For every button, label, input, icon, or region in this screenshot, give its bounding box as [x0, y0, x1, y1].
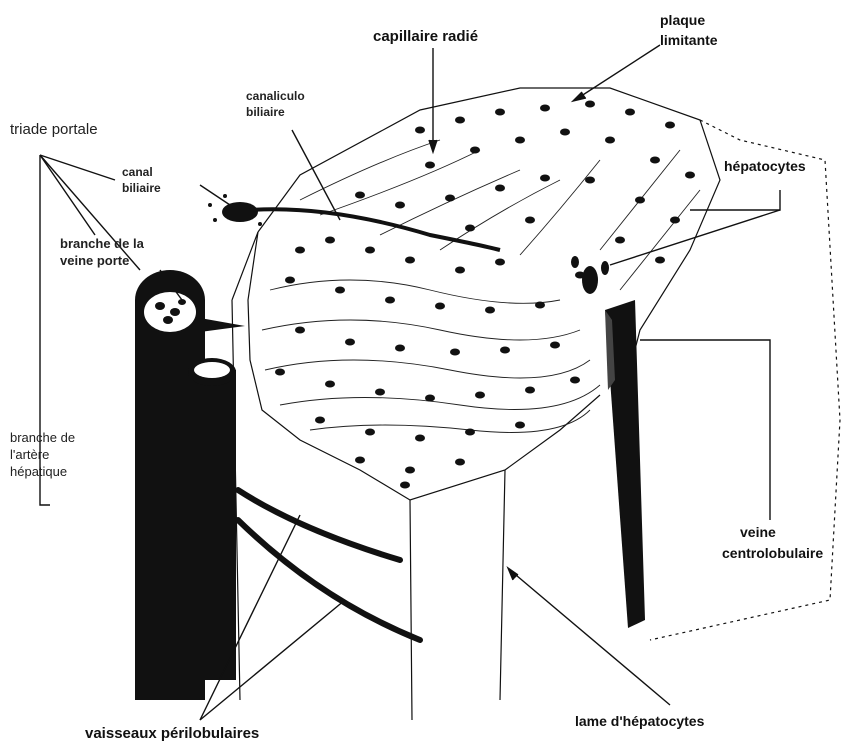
label-plaque-limitante-1: plaque [660, 12, 705, 29]
perilobular-vessels [238, 490, 420, 640]
label-artere-1: branche de [10, 430, 75, 445]
lobule-front-edge [248, 232, 600, 500]
lobule-block [232, 88, 840, 720]
label-veine-porte-2: veine porte [60, 253, 129, 268]
label-canal-biliaire-2: biliaire [122, 181, 161, 196]
label-canalicule-2: biliaire [246, 105, 285, 120]
label-artere-2: l'artère [10, 447, 49, 462]
label-canal-biliaire-1: canal [122, 165, 153, 180]
label-lame-hepatocytes: lame d'hépatocytes [575, 713, 704, 730]
label-veine-porte-1: branche de la [60, 236, 144, 251]
label-plaque-limitante-2: limitante [660, 32, 718, 49]
label-veine-centro-1: veine [740, 524, 776, 541]
label-hepatocytes: hépatocytes [724, 158, 806, 175]
central-vein [605, 300, 645, 628]
label-veine-centro-2: centrolobulaire [722, 545, 823, 562]
label-artere-3: hépatique [10, 464, 67, 479]
lobule-top-outline [258, 88, 720, 400]
label-canalicule-1: canaliculo [246, 89, 305, 104]
label-capillaire-radie: capillaire radié [373, 28, 478, 45]
right-face-outline [650, 120, 840, 640]
label-vaisseaux-perilobulaires: vaisseaux périlobulaires [85, 725, 259, 742]
hepatic-artery-branch-trunk [188, 370, 236, 680]
portal-triad [135, 270, 245, 700]
front-face-edges [410, 470, 505, 720]
label-triade-portale: triade portale [10, 122, 98, 137]
